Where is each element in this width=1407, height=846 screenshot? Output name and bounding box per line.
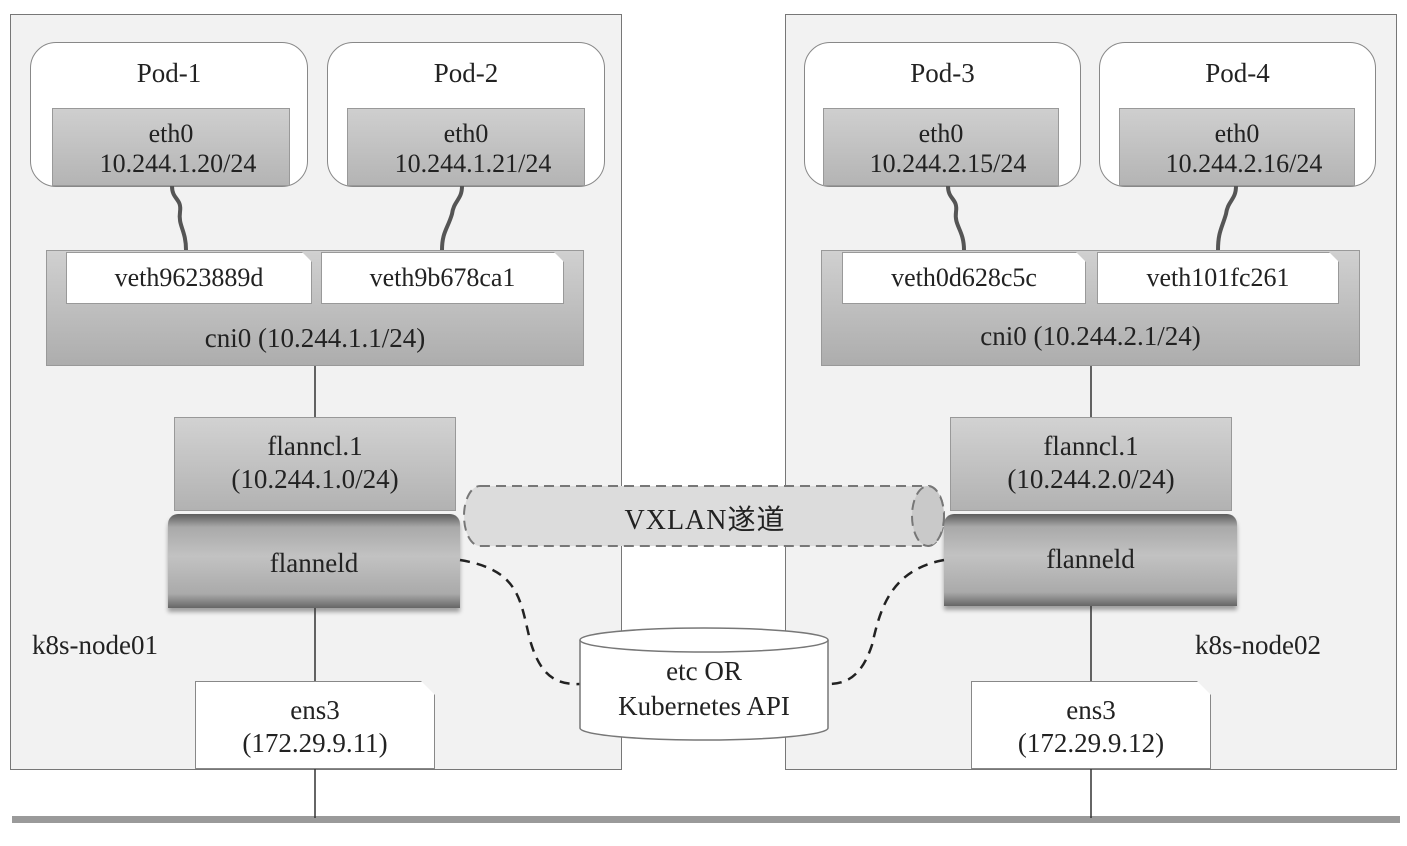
vxlan-tunnel-label: VXLAN遂道 <box>624 505 786 536</box>
flannel-vxlan-interface: flanncl.1 (10.244.1.0/24) <box>174 417 456 511</box>
veth-interface: veth9623889d <box>66 252 312 304</box>
flanneld-label: flanneld <box>269 548 359 578</box>
eth-iface-name: eth0 <box>148 119 194 148</box>
veth-interface: veth0d628c5c <box>842 252 1086 304</box>
eth-iface-name: eth0 <box>443 119 489 148</box>
eth-ip-address: 10.244.2.15/24 <box>869 149 1027 178</box>
pod-eth0-interface: eth0 10.244.1.20/24 <box>52 108 290 186</box>
ens-ip-address: (172.29.9.12) <box>1017 728 1165 758</box>
pod-eth0-interface: eth0 10.244.2.16/24 <box>1119 108 1355 186</box>
eth-ip-address: 10.244.2.16/24 <box>1165 149 1323 178</box>
pod-title: Pod-1 <box>136 58 202 88</box>
ens-iface-name: ens3 <box>290 695 340 725</box>
flannel-subnet: (10.244.2.0/24) <box>1007 464 1175 494</box>
flanneld-daemon: flanneld <box>944 514 1237 606</box>
flanneld-label: flanneld <box>1046 544 1135 574</box>
eth-ip-address: 10.244.1.20/24 <box>99 149 257 178</box>
veth-interface: veth101fc261 <box>1097 252 1339 304</box>
pod-title: Pod-2 <box>433 58 499 88</box>
flannel-iface-name: flanncl.1 <box>267 431 363 461</box>
cni0-label: cni0 (10.244.1.1/24) <box>204 323 426 353</box>
flannel-iface-name: flanncl.1 <box>1043 431 1139 461</box>
datastore-label-line1: etc OR <box>666 656 742 686</box>
cni0-label: cni0 (10.244.2.1/24) <box>980 321 1201 351</box>
node-name-label: k8s-node01 <box>32 630 158 660</box>
node-name-label: k8s-node02 <box>1195 630 1321 660</box>
datastore-label-line2: Kubernetes API <box>618 691 790 721</box>
ens-iface-name: ens3 <box>1066 695 1116 725</box>
pod-title: Pod-3 <box>910 58 975 88</box>
ens-ip-address: (172.29.9.11) <box>242 728 388 758</box>
pod-title: Pod-4 <box>1205 58 1270 88</box>
flannel-vxlan-interface: flanncl.1 (10.244.2.0/24) <box>950 417 1232 511</box>
flannel-subnet: (10.244.1.0/24) <box>231 464 399 494</box>
flanneld-daemon: flanneld <box>168 514 460 608</box>
physical-network-bar <box>12 816 1400 823</box>
pod-eth0-interface: eth0 10.244.2.15/24 <box>823 108 1059 186</box>
veth-interface: veth9b678ca1 <box>321 252 564 304</box>
eth-iface-name: eth0 <box>918 119 964 148</box>
ens3-interface: ens3 (172.29.9.12) <box>971 681 1211 769</box>
pod-eth0-interface: eth0 10.244.1.21/24 <box>347 108 585 186</box>
eth-iface-name: eth0 <box>1214 119 1260 148</box>
ens3-interface: ens3 (172.29.9.11) <box>195 681 435 769</box>
eth-ip-address: 10.244.1.21/24 <box>394 149 552 178</box>
